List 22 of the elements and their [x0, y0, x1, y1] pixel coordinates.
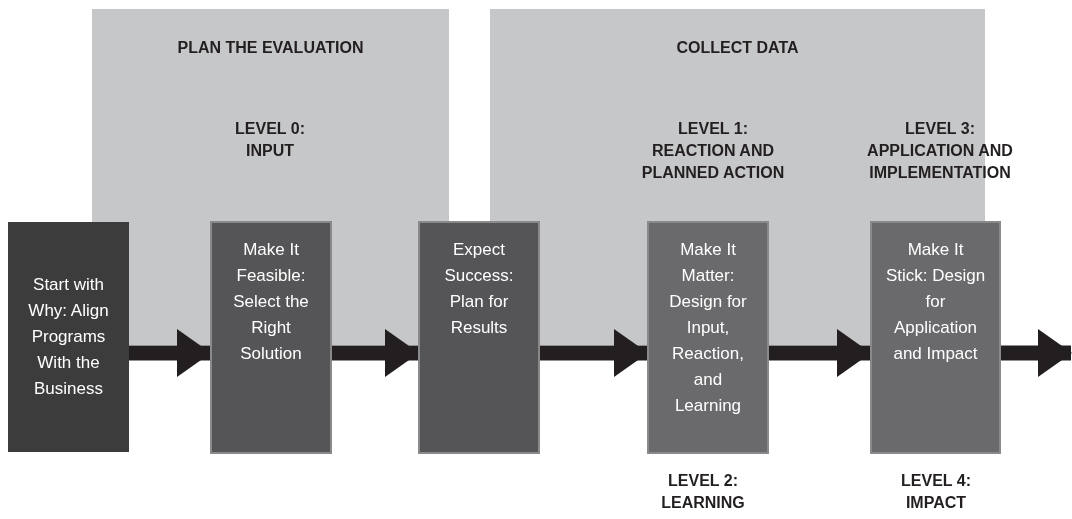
- process-box: [870, 221, 1001, 454]
- arrow: [1001, 329, 1072, 377]
- process-box: [647, 221, 769, 454]
- level-label: LEVEL 4: IMPACT: [900, 471, 972, 513]
- box-text: Make It Matter: Design for Input, Reaction, and Learning: [668, 239, 748, 417]
- level-label: LEVEL 2: LEARNING: [660, 471, 746, 513]
- arrow: [769, 329, 871, 377]
- box-text: Make It Stick: Design for Application and Impact: [885, 239, 986, 365]
- arrow: [540, 329, 648, 377]
- level-label: LEVEL 3: APPLICATION AND IMPLEMENTATION: [866, 119, 1014, 183]
- box-text: Start with Why: Align Programs With the Business: [27, 274, 110, 400]
- phase-heading: PLAN THE EVALUATION: [176, 39, 365, 57]
- arrow: [332, 329, 419, 377]
- process-box: [210, 221, 332, 454]
- process-box: [8, 222, 129, 452]
- level-label: LEVEL 1: REACTION AND PLANNED ACTION: [640, 119, 786, 183]
- arrow: [129, 329, 211, 377]
- process-box: [418, 221, 540, 454]
- box-text: Make It Feasible: Select the Right Solution: [232, 239, 310, 365]
- box-text: Expect Success: Plan for Results: [443, 239, 515, 339]
- phase-heading: COLLECT DATA: [675, 39, 800, 57]
- level-label: LEVEL 0: INPUT: [234, 119, 306, 161]
